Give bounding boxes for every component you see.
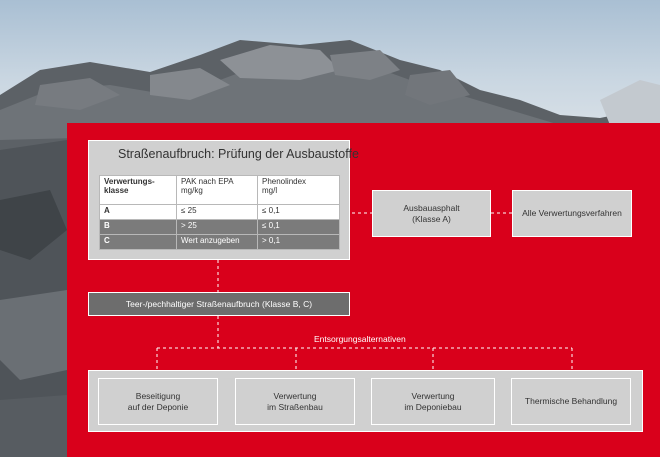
table-cell: > 0,1 xyxy=(257,234,340,250)
table-cell: > 25 xyxy=(176,219,258,235)
table-header-row: Verwertungs- klasse PAK nach EPA mg/kg P… xyxy=(99,175,340,205)
node-verwertung-strassenbau: Verwertung im Straßenbau xyxy=(235,378,355,425)
node-alle-verwertungsverfahren: Alle Verwertungsverfahren xyxy=(512,190,632,237)
header-klasse: Verwertungs- klasse xyxy=(99,175,177,205)
table-cell: ≤ 0,1 xyxy=(257,219,340,235)
node-ausbauasphalt: Ausbauasphalt (Klasse A) xyxy=(372,190,491,237)
table-row-b: B > 25 ≤ 0,1 xyxy=(99,219,340,235)
node-teer-pechhaltig: Teer-/pechhaltiger Straßenaufbruch (Klas… xyxy=(88,292,350,316)
table-row-c: C Wert anzugeben > 0,1 xyxy=(99,234,340,250)
entsorgung-label: Entsorgungsalternativen xyxy=(314,334,406,344)
table-row-a: A ≤ 25 ≤ 0,1 xyxy=(99,204,340,220)
table-cell: Wert anzugeben xyxy=(176,234,258,250)
table-cell: ≤ 25 xyxy=(176,204,258,220)
node-beseitigung-deponie: Beseitigung auf der Deponie xyxy=(98,378,218,425)
node-verwertung-deponiebau: Verwertung im Deponiebau xyxy=(371,378,495,425)
table-cell: ≤ 0,1 xyxy=(257,204,340,220)
header-phenol: Phenolindex mg/l xyxy=(257,175,340,205)
classification-table: Verwertungs- klasse PAK nach EPA mg/kg P… xyxy=(99,175,340,250)
table-cell: B xyxy=(99,219,177,235)
diagram-title: Straßenaufbruch: Prüfung der Ausbaustoff… xyxy=(118,147,359,161)
table-cell: C xyxy=(99,234,177,250)
table-cell: A xyxy=(99,204,177,220)
node-thermische-behandlung: Thermische Behandlung xyxy=(511,378,631,425)
header-pak: PAK nach EPA mg/kg xyxy=(176,175,258,205)
